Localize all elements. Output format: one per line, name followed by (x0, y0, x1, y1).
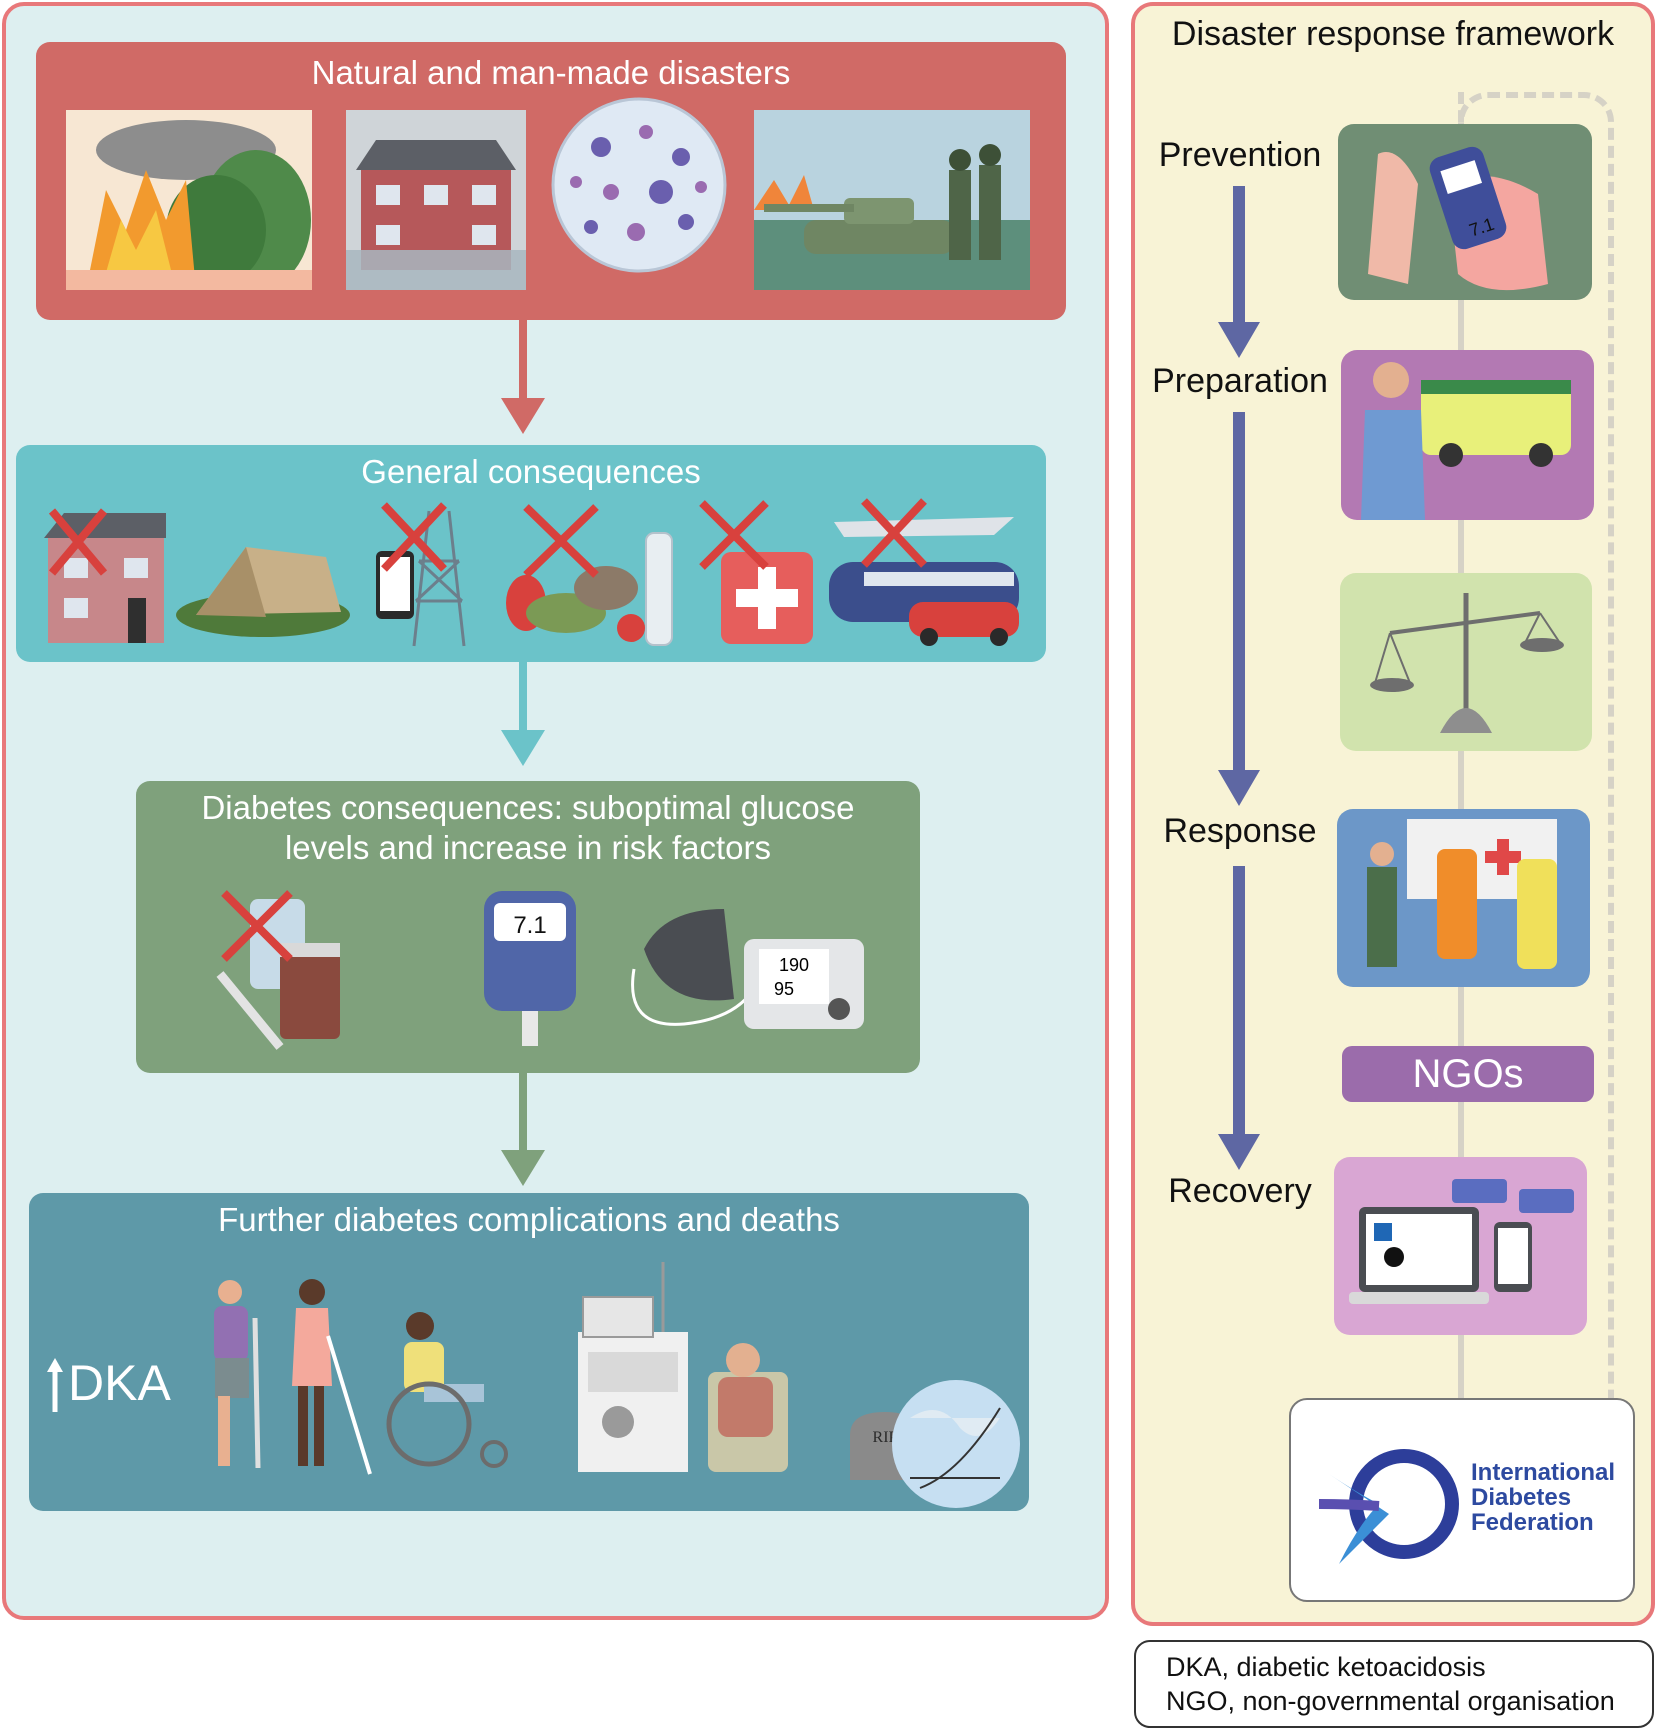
transport-icon (829, 498, 1019, 646)
idf-line2: Diabetes (1471, 1484, 1572, 1511)
idf-logo-icon (1318, 1449, 1459, 1564)
general-arrow-line (519, 662, 527, 732)
diabetes-consequences-box: Diabetes consequences: suboptimal glucos… (136, 781, 920, 1073)
wheelchair-icon (386, 1312, 508, 1468)
idf-logo-text: International Diabetes Federation (1471, 1460, 1615, 1535)
diabetes-title-line1: Diabetes consequences: suboptimal glucos… (201, 789, 855, 826)
laptop-social-icon (1349, 1179, 1574, 1304)
general-consequences-title: General consequences (361, 453, 701, 490)
response-arrow-head (1218, 1134, 1260, 1170)
blood-pressure-icon: 190 95 (631, 909, 864, 1029)
scales-icon (1370, 593, 1564, 733)
disasters-box: Natural and man-made disasters (36, 42, 1066, 320)
diabetes-arrow-line (519, 1073, 527, 1153)
prevention-card: 7.1 (1338, 124, 1592, 300)
stage-recovery: Recovery (1168, 1172, 1312, 1210)
medication-icon (216, 890, 340, 1050)
diabetes-arrow-head (501, 1150, 545, 1186)
dialysis-icon (578, 1262, 788, 1472)
preparation-arrow-head (1218, 770, 1260, 806)
response-arrow-line (1233, 866, 1245, 1138)
idf-line3: Federation (1471, 1509, 1594, 1536)
disasters-arrow-line (519, 320, 527, 400)
dka-arrow-up-icon (47, 1358, 63, 1412)
legend-ngo: NGO, non-governmental organisation (1166, 1686, 1615, 1716)
food-icon (506, 504, 673, 646)
bp-systolic: 190 (779, 955, 809, 975)
globe-trend-icon (892, 1380, 1020, 1508)
preparation-card (1341, 350, 1594, 520)
recovery-card (1334, 1157, 1587, 1335)
response-card (1337, 809, 1590, 987)
general-consequences-box: General consequences (16, 445, 1046, 662)
glucose-meter-icon: 7.1 (484, 891, 576, 1046)
general-arrow-head (501, 730, 545, 766)
idf-line1: International (1471, 1459, 1616, 1486)
war-tank-icon (754, 110, 1030, 290)
legend-dka: DKA, diabetic ketoacidosis (1166, 1652, 1486, 1682)
flood-house-icon (346, 110, 526, 290)
tent-icon (176, 547, 350, 637)
disasters-arrow-head (501, 398, 545, 434)
first-aid-icon (699, 500, 813, 644)
dka-label: DKA (68, 1355, 171, 1411)
idf-logo-box: International Diabetes Federation (1289, 1398, 1635, 1602)
blind-person-icon (292, 1279, 372, 1475)
diabetes-title-line2: levels and increase in risk factors (284, 829, 772, 866)
ngos-label: NGOs (1342, 1046, 1594, 1102)
virus-icon (551, 97, 727, 273)
stage-response: Response (1163, 812, 1317, 850)
phone-tower-icon (376, 502, 466, 647)
stage-preparation: Preparation (1152, 362, 1328, 400)
preparation-arrow-line (1233, 412, 1245, 774)
glucose-reading: 7.1 (513, 912, 546, 939)
rescue-workers-icon (1367, 819, 1557, 969)
bp-diastolic: 95 (774, 979, 794, 999)
ambulance-icon (1361, 362, 1571, 520)
house-icon (44, 508, 166, 643)
glucose-test-icon: 7.1 (1368, 146, 1548, 291)
disasters-title: Natural and man-made disasters (311, 54, 791, 91)
amputee-icon (214, 1280, 261, 1469)
rip-text: RIP (873, 1429, 898, 1446)
scales-card (1340, 573, 1592, 751)
prevention-arrow-head (1218, 322, 1260, 358)
complications-title: Further diabetes complications and death… (218, 1201, 840, 1238)
stage-prevention: Prevention (1158, 136, 1322, 174)
prevention-arrow-line (1233, 186, 1245, 326)
abbreviations-legend: DKA, diabetic ketoacidosis NGO, non-gove… (1134, 1640, 1654, 1728)
framework-title: Disaster response framework (1171, 15, 1615, 53)
fire-icon (66, 110, 312, 290)
